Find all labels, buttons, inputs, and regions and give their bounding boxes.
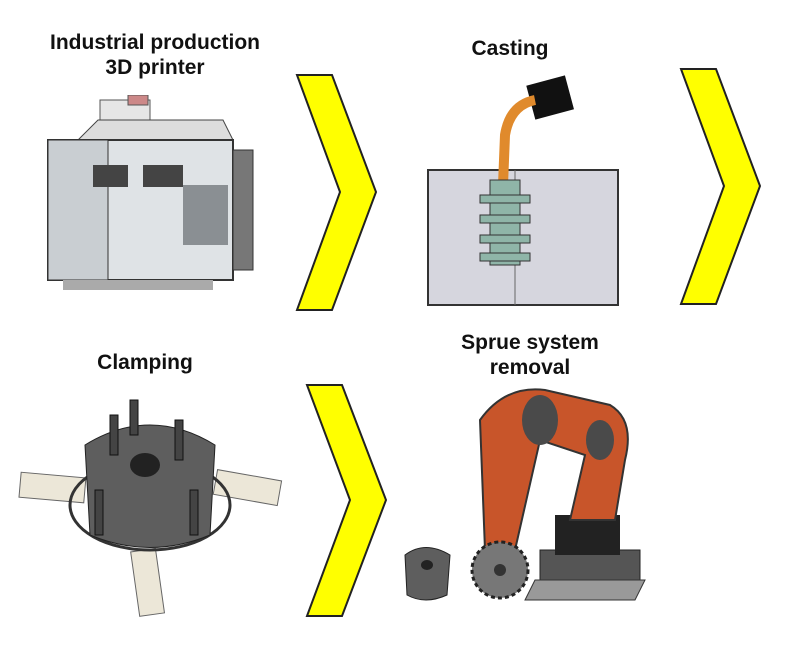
label-line-1: Casting — [471, 37, 549, 60]
step-label-3d-printer: Industrial production 3D printer — [30, 30, 280, 80]
chevron-arrow-icon — [295, 74, 378, 311]
chevron-arrow-icon — [679, 68, 762, 305]
label-line-2: removal — [489, 356, 571, 379]
robot-arm-illustration — [404, 388, 646, 601]
step-label-casting: Casting — [440, 36, 580, 61]
label-line-1: Sprue system — [461, 331, 599, 354]
step-label-clamping: Clamping — [60, 350, 230, 375]
step-label-sprue-removal: Sprue system removal — [430, 330, 630, 380]
chevron-arrow-icon — [305, 384, 388, 617]
label-line-2: 3D printer — [105, 56, 205, 79]
clamping-illustration — [18, 399, 283, 617]
label-line-1: Clamping — [97, 351, 193, 374]
3d-printer-illustration — [47, 95, 254, 290]
casting-illustration — [427, 75, 619, 306]
label-line-1: Industrial production — [50, 31, 260, 54]
